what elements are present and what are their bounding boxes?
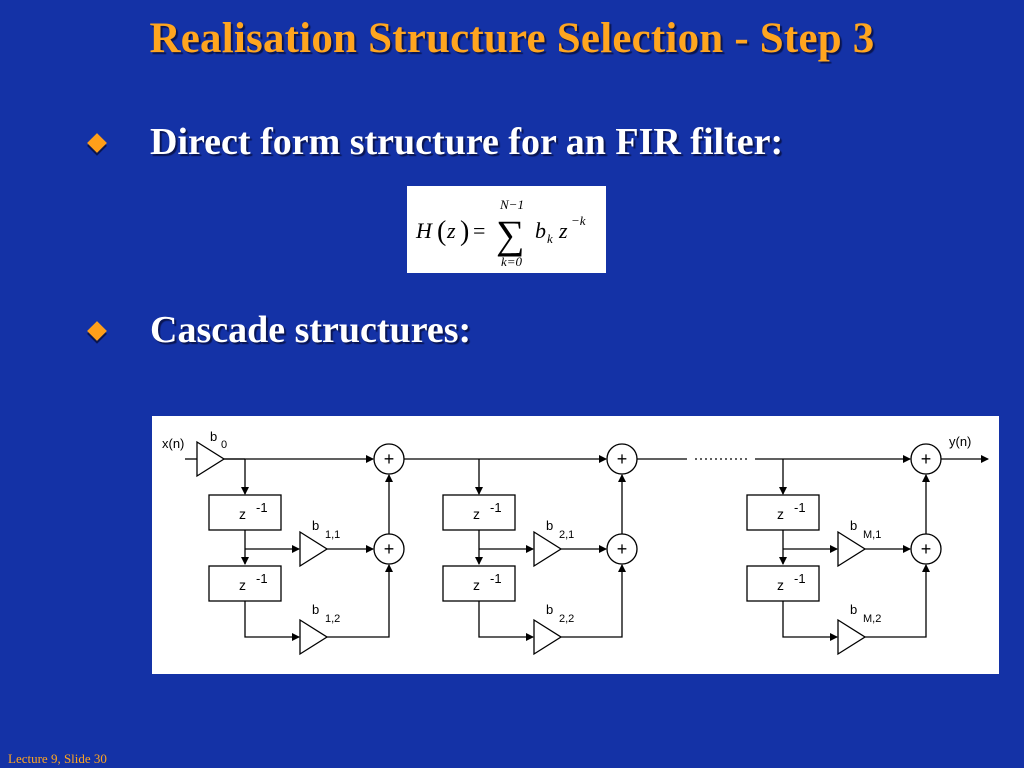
eq-sum-lower: k=0 — [501, 254, 523, 269]
eq-coef: b — [535, 218, 546, 243]
section-1-gain-1-label: b — [312, 518, 319, 533]
section-3-delay-1 — [746, 494, 820, 531]
section-2-gain-1-sub: 2,1 — [559, 529, 574, 541]
slide-title: Realisation Structure Selection - Step 3 — [149, 15, 875, 62]
slide-footer: Lecture 9, Slide 30 — [8, 751, 107, 766]
section-3-delay-2-z: z — [777, 577, 784, 593]
section-2-gain-1-label: b — [546, 518, 553, 533]
bullet-diamond-icon — [87, 133, 107, 153]
section-1-delay-2-z: z — [239, 577, 246, 593]
section-3-adder-top-sign: + — [921, 449, 932, 469]
section-2-delay-1-z: z — [473, 506, 480, 522]
section-3-delay-1-z: z — [777, 506, 784, 522]
section-3-gain-2-out — [865, 564, 930, 638]
section-2-gain-1 — [533, 530, 563, 568]
section-2-gain-2-out — [561, 564, 626, 638]
section-2-adder-mid-sign: + — [617, 539, 628, 559]
section-3-gain-1-label: b — [850, 518, 857, 533]
section-1-delay-2-exp: -1 — [256, 571, 268, 586]
section-1-gain-2-label: b — [312, 602, 319, 617]
b0-subscript: 0 — [221, 439, 227, 451]
section-1-delay-2 — [208, 565, 282, 602]
section-1-gain-2-out — [327, 564, 393, 638]
section-3-gain-1-sub: M,1 — [863, 529, 881, 541]
b0-label: b — [210, 429, 217, 444]
eq-exponent: −k — [571, 213, 586, 228]
output-label: y(n) — [949, 434, 971, 449]
bullet-diamond-icon — [87, 321, 107, 341]
section-3-delay-2 — [746, 565, 820, 602]
section-2-delay-1-exp: -1 — [490, 500, 502, 515]
section-3-delay-1-exp: -1 — [794, 500, 806, 515]
section-3-to-gain-2 — [782, 601, 838, 641]
bullet-cascade: Cascade structures: — [150, 309, 472, 351]
section-3-gain-1 — [837, 530, 867, 568]
fir-equation: H ( z ) = N−1 ∑ k=0 b k z −k — [407, 186, 606, 273]
eq-H: H — [415, 218, 433, 243]
section-2-delay-2-exp: -1 — [490, 571, 502, 586]
eq-sigma: ∑ — [496, 212, 525, 257]
section-2-gain-2 — [533, 618, 563, 656]
section-3-gain-2-sub: M,2 — [863, 613, 881, 625]
section-1-gain-2 — [299, 618, 329, 656]
section-2-delay-2 — [442, 565, 516, 602]
b0-gain-triangle — [196, 440, 226, 478]
input-label: x(n) — [162, 436, 184, 451]
section-1-adder-mid-sign: + — [384, 539, 395, 559]
section-3-adder-mid-sign: + — [921, 539, 932, 559]
section-2-delay-2-z: z — [473, 577, 480, 593]
section-1-gain-2-sub: 1,2 — [325, 613, 340, 625]
section-1-delay-1-z: z — [239, 506, 246, 522]
section-1-to-gain-2 — [244, 601, 300, 641]
eq-equals: = — [473, 218, 485, 243]
section-1-delay-1-exp: -1 — [256, 500, 268, 515]
section-1-gain-1 — [299, 530, 329, 568]
section-2-gain-2-sub: 2,2 — [559, 613, 574, 625]
section-1-gain-1-sub: 1,1 — [325, 529, 340, 541]
eq-coef-sub: k — [547, 231, 553, 246]
eq-var: z — [558, 218, 568, 243]
eq-lparen: ( — [437, 216, 446, 247]
section-3-gain-2 — [837, 618, 867, 656]
section-3-gain-2-label: b — [850, 602, 857, 617]
cascade-diagram-svg: x(n)b0z-1b1,1+z-1b1,2+z-1b2,1+z-1b2,2+z-… — [162, 429, 989, 656]
section-1-delay-1 — [208, 494, 282, 531]
eq-rparen: ) — [460, 216, 469, 247]
eq-z: z — [446, 218, 456, 243]
section-3-delay-2-exp: -1 — [794, 571, 806, 586]
section-2-gain-2-label: b — [546, 602, 553, 617]
section-1-adder-top-sign: + — [384, 449, 395, 469]
eq-sum-upper: N−1 — [499, 197, 524, 212]
bullet-direct-form: Direct form structure for an FIR filter: — [150, 121, 784, 163]
section-2-to-gain-2 — [478, 601, 534, 641]
section-2-adder-top-sign: + — [617, 449, 628, 469]
